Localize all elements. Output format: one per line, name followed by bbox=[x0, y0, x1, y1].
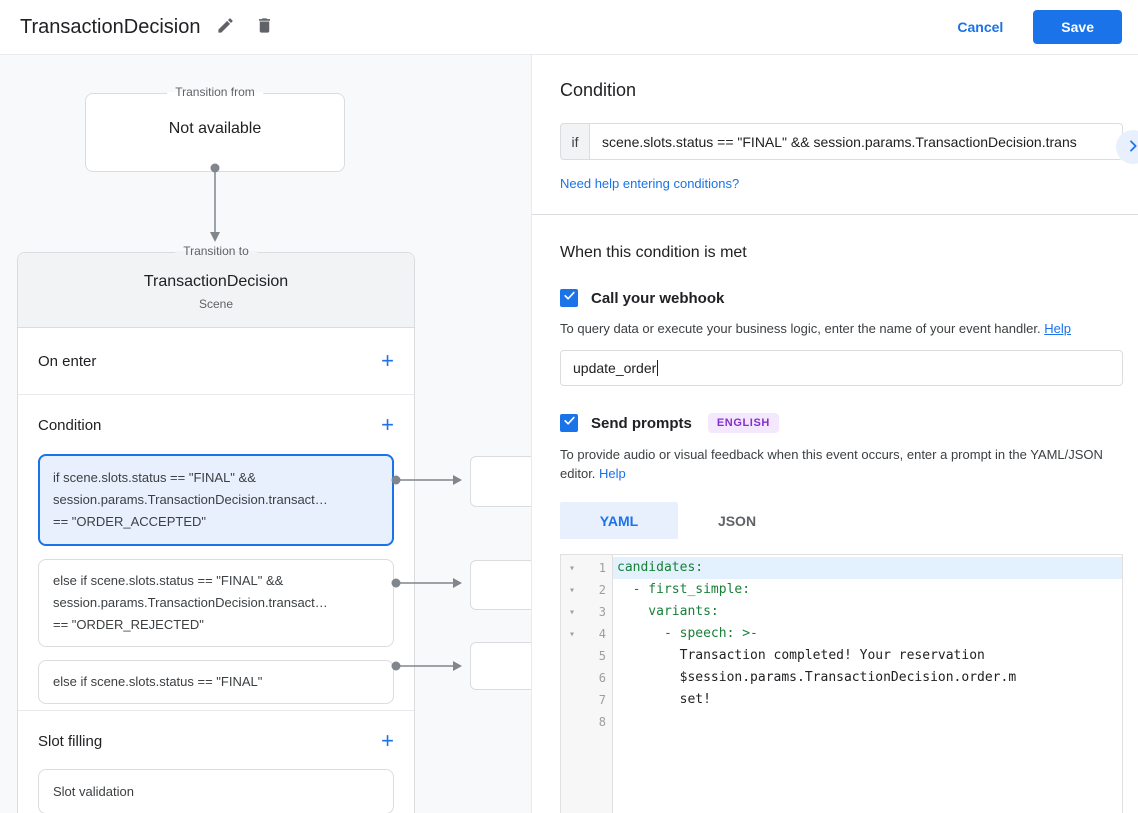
slot-filling-section: Slot filling + Slot validation bbox=[18, 711, 414, 813]
editor-gutter: 1 2 3 4 5 6 7 8 bbox=[561, 555, 613, 813]
fold-arrow-icon[interactable] bbox=[561, 629, 583, 640]
scene-flow-canvas: Transition from Not available Transition… bbox=[0, 55, 531, 813]
webhook-description: To query data or execute your business l… bbox=[560, 321, 1071, 336]
save-button[interactable]: Save bbox=[1033, 10, 1122, 44]
chevron-right-icon bbox=[1125, 138, 1138, 157]
add-slot-button[interactable]: + bbox=[381, 728, 394, 753]
transition-arrow bbox=[210, 163, 220, 242]
transition-from-box: Transition from Not available bbox=[85, 85, 345, 172]
condition-expression-input[interactable]: scene.slots.status == "FINAL" && session… bbox=[589, 123, 1123, 160]
top-bar: TransactionDecision Cancel Save bbox=[0, 0, 1138, 55]
editor-tabs: YAML JSON bbox=[560, 502, 1122, 539]
event-handler-input[interactable]: update_order bbox=[560, 350, 1123, 386]
send-prompts-checkbox[interactable] bbox=[560, 414, 578, 432]
transition-target-node[interactable] bbox=[470, 456, 531, 507]
condition-card-rejected[interactable]: else if scene.slots.status == "FINAL" &&… bbox=[38, 559, 394, 647]
checkmark-icon bbox=[563, 414, 576, 432]
on-enter-label: On enter bbox=[38, 352, 97, 370]
condition-section-label: Condition bbox=[38, 416, 102, 434]
tab-yaml[interactable]: YAML bbox=[560, 502, 678, 539]
scene-type: Scene bbox=[198, 297, 234, 311]
trash-icon bbox=[255, 16, 274, 38]
slot-filling-label: Slot filling bbox=[38, 732, 103, 750]
on-enter-section: On enter + bbox=[18, 328, 414, 395]
webhook-help-link[interactable]: Help bbox=[1044, 321, 1071, 336]
code-line: variants: bbox=[617, 604, 719, 619]
fold-arrow-icon[interactable] bbox=[561, 585, 583, 596]
text-cursor bbox=[657, 360, 659, 376]
panel-divider bbox=[532, 214, 1138, 215]
transition-target-node[interactable] bbox=[470, 560, 531, 610]
condition-detail-panel: Condition if scene.slots.status == "FINA… bbox=[531, 55, 1138, 813]
page-title: TransactionDecision bbox=[20, 15, 201, 38]
transition-from-label: Transition from bbox=[167, 85, 263, 99]
cancel-button[interactable]: Cancel bbox=[941, 11, 1019, 43]
code-line: - first_simple: bbox=[617, 582, 751, 597]
transition-from-value: Not available bbox=[168, 119, 262, 137]
code-line bbox=[613, 711, 1122, 733]
prompt-code-editor[interactable]: 1 2 3 4 5 6 7 8 candidates: - first_simp… bbox=[560, 554, 1123, 813]
transition-target-node[interactable] bbox=[470, 642, 531, 690]
condition-expression-row: if scene.slots.status == "FINAL" && sess… bbox=[560, 123, 1123, 160]
transition-to-card: Transition to TransactionDecision Scene … bbox=[17, 244, 415, 813]
panel-title: Condition bbox=[560, 80, 637, 100]
prompts-help-link[interactable]: Help bbox=[599, 466, 626, 481]
send-prompts-label: Send prompts bbox=[591, 414, 692, 432]
delete-scene-button[interactable] bbox=[251, 12, 278, 42]
add-on-enter-button[interactable]: + bbox=[381, 348, 394, 373]
fold-arrow-icon[interactable] bbox=[561, 563, 583, 574]
conditions-help-link[interactable]: Need help entering conditions? bbox=[560, 176, 740, 191]
editor-code-area[interactable]: candidates: - first_simple: variants: - … bbox=[613, 555, 1122, 813]
add-condition-button[interactable]: + bbox=[381, 412, 394, 437]
tab-json[interactable]: JSON bbox=[717, 512, 757, 529]
slot-validation-card[interactable]: Slot validation bbox=[38, 769, 394, 813]
condition-section: Condition + if scene.slots.status == "FI… bbox=[18, 395, 414, 711]
transition-to-label: Transition to bbox=[175, 244, 257, 258]
code-line: $session.params.TransactionDecision.orde… bbox=[617, 670, 1017, 685]
checkmark-icon bbox=[563, 289, 576, 307]
fold-arrow-icon[interactable] bbox=[561, 607, 583, 618]
if-prefix: if bbox=[560, 123, 589, 160]
webhook-label: Call your webhook bbox=[591, 289, 725, 307]
scene-card-header: TransactionDecision Scene bbox=[18, 253, 414, 328]
language-badge: ENGLISH bbox=[707, 413, 779, 433]
condition-met-title: When this condition is met bbox=[560, 244, 747, 261]
webhook-checkbox[interactable] bbox=[560, 289, 578, 307]
code-line: set! bbox=[617, 692, 711, 707]
scene-name: TransactionDecision bbox=[143, 273, 289, 290]
condition-card-accepted[interactable]: if scene.slots.status == "FINAL" && sess… bbox=[38, 454, 394, 546]
collapse-panel-button[interactable] bbox=[1116, 130, 1138, 164]
code-line: candidates: bbox=[613, 557, 1122, 579]
pencil-icon bbox=[216, 16, 235, 38]
condition-card-final[interactable]: else if scene.slots.status == "FINAL" bbox=[38, 660, 394, 704]
prompts-description: To provide audio or visual feedback when… bbox=[560, 447, 1103, 481]
code-line: Transaction completed! Your reservation bbox=[617, 648, 985, 663]
edit-title-button[interactable] bbox=[212, 12, 239, 42]
code-line: - speech: >- bbox=[617, 626, 758, 641]
